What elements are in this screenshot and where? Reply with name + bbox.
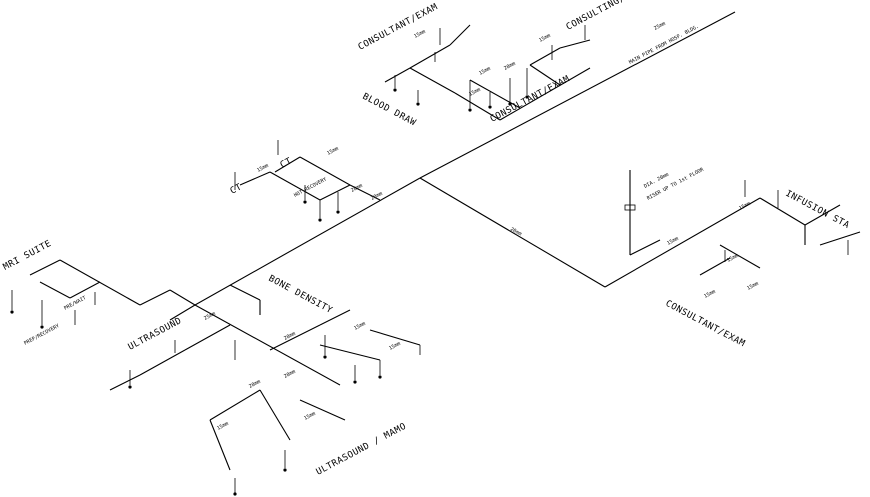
branch-size: 20mm: [509, 226, 522, 237]
label-consultant-exam-right: CONSULTANT/EXAM: [664, 299, 747, 350]
svg-text:15mm: 15mm: [326, 146, 339, 157]
svg-text:25mm: 25mm: [203, 311, 216, 322]
bottom-size-tags: 25mm 20mm 20mm 20mm 15mm 15mm 15mm 15mm: [203, 311, 401, 432]
svg-text:15mm: 15mm: [746, 281, 759, 292]
svg-text:15mm: 15mm: [726, 253, 739, 264]
svg-text:15mm: 15mm: [538, 33, 551, 44]
main-pipe-size: 25mm: [653, 21, 666, 32]
svg-text:15mm: 15mm: [388, 341, 401, 352]
label-bone-density: BONE DENSITY: [267, 274, 334, 316]
svg-text:20mm: 20mm: [283, 369, 296, 380]
label-consultant-exam-mid: CONSULTANT/EXAM: [489, 74, 572, 125]
label-infusion: INFUSION STA: [784, 189, 851, 231]
right-cluster: [624, 170, 861, 276]
main-trunk: [169, 11, 761, 321]
svg-text:15mm: 15mm: [303, 411, 316, 422]
svg-text:15mm: 15mm: [256, 163, 269, 174]
svg-text:15mm: 15mm: [478, 66, 491, 77]
label-consulting-exam: CONSULTING/ EXAM: [565, 0, 653, 33]
top-size-tags: 15mm 15mm 20mm 15mm 15mm: [413, 29, 551, 98]
svg-text:15mm: 15mm: [216, 421, 229, 432]
svg-text:20mm: 20mm: [503, 61, 516, 72]
svg-text:20mm: 20mm: [248, 379, 261, 390]
svg-text:20mm: 20mm: [350, 183, 363, 194]
main-pipe-label: MAIN PIPE FROM HOSP. BLDG.: [628, 24, 700, 66]
bottom-cluster: [109, 304, 421, 496]
left-cluster: [10, 259, 261, 329]
svg-text:15mm: 15mm: [666, 236, 679, 247]
label-ultrasound-mamo: ULTRASOUND / MAMO: [315, 422, 409, 478]
label-ct-lower: CT: [229, 182, 244, 196]
svg-text:15mm: 15mm: [413, 29, 426, 40]
svg-text:15mm: 15mm: [353, 321, 366, 332]
right-size-tags: 15mm 15mm 15mm 15mm 15mm: [666, 201, 759, 300]
svg-text:15mm: 15mm: [703, 289, 716, 300]
label-consultant-exam-top: CONSULTANT/EXAM: [357, 2, 440, 53]
ct-cluster: [234, 140, 381, 222]
ct-size-tags: 15mm 15mm 20mm 20mm: [256, 146, 383, 202]
svg-text:20mm: 20mm: [370, 191, 383, 202]
top-cluster: [384, 24, 591, 121]
svg-text:15mm: 15mm: [468, 87, 481, 98]
svg-text:15mm: 15mm: [738, 201, 751, 212]
label-pre-waiting: PRE/WAIT: [63, 295, 87, 312]
svg-text:20mm: 20mm: [283, 331, 296, 342]
label-blood-draw: BLOOD DRAW: [361, 92, 418, 129]
label-ct-upper: CT: [279, 156, 294, 170]
